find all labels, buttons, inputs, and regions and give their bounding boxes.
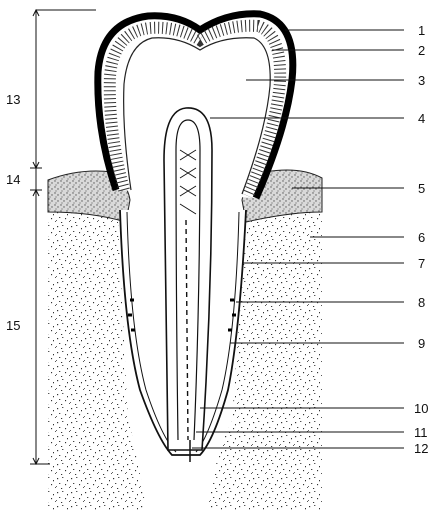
callout-9: 9 <box>418 336 425 351</box>
callout-1: 1 <box>418 23 425 38</box>
callout-11: 11 <box>414 425 428 440</box>
callout-5: 5 <box>418 181 425 196</box>
pulp <box>164 108 212 462</box>
dimension-label-15: 15 <box>6 318 20 333</box>
dimension-label-13: 13 <box>6 92 20 107</box>
callout-10: 10 <box>414 401 428 416</box>
callout-3: 3 <box>418 73 425 88</box>
callout-2: 2 <box>418 43 425 58</box>
callout-6: 6 <box>418 230 425 245</box>
callout-8: 8 <box>418 295 425 310</box>
callout-7: 7 <box>418 256 425 271</box>
dimension-label-14: 14 <box>6 172 20 187</box>
callout-4: 4 <box>418 111 425 126</box>
callout-12: 12 <box>414 441 428 456</box>
